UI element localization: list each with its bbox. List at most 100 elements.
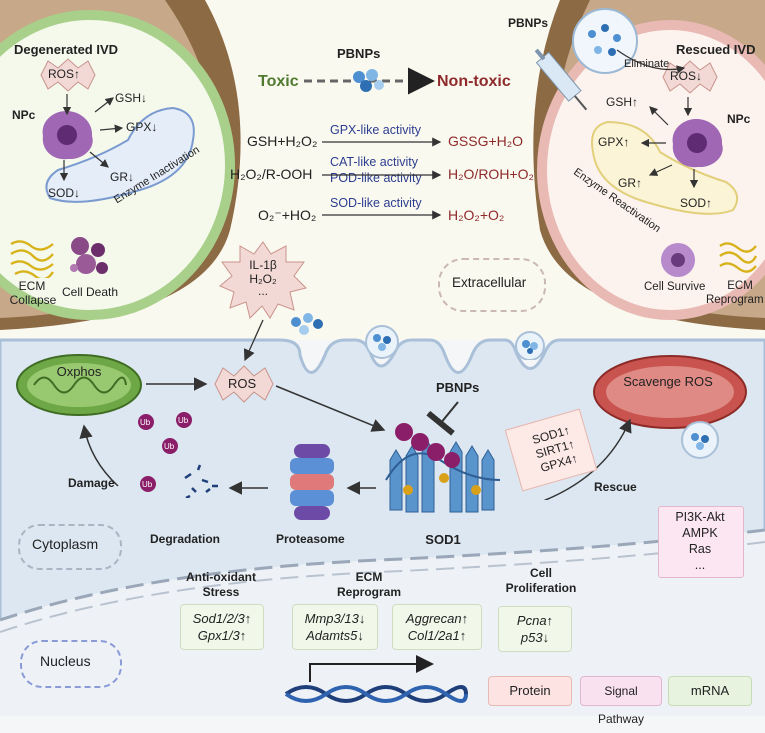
- degradation-label: Degradation: [150, 532, 221, 546]
- reaction-1-right: GSSG+H₂O: [448, 133, 524, 149]
- mrna-line: Mmp3/13↓: [304, 611, 366, 626]
- left-gpx-label: GPX↓: [126, 120, 158, 134]
- reaction-2-right: H₂O/ROH+O₂: [448, 166, 534, 182]
- right-sod-label: SOD↑: [680, 196, 713, 210]
- ros-burst-cell: [214, 365, 274, 403]
- extracellular-badge: [438, 258, 546, 312]
- left-ecm-line2: Collapse: [9, 293, 57, 307]
- mitochondrion-left: [16, 354, 142, 416]
- rescue-label: Rescue: [594, 480, 637, 494]
- sod1-label: SOD1: [425, 532, 461, 547]
- right-gsh-label: GSH↑: [606, 95, 639, 109]
- reaction-1-label: GPX-like activity: [330, 123, 421, 137]
- reaction-3-right: H₂O₂+O₂: [448, 207, 505, 223]
- right-ecm-line2: Reprogram: [706, 294, 764, 306]
- mrna-box-3: Aggrecan↑ Col1/2a1↑: [392, 604, 482, 650]
- damage-label: Damage: [68, 476, 115, 490]
- group-4-title2: Proliferation: [505, 581, 577, 595]
- left-npc-label: NPc: [12, 108, 36, 122]
- enzyme-region-left: [45, 106, 195, 203]
- degradation-fragments: [138, 412, 218, 498]
- toxic-arrow: [304, 67, 435, 95]
- mrna-line: Aggrecan↑: [405, 611, 469, 626]
- left-ros-label: ROS↑: [48, 67, 81, 81]
- ros-burst-left: [40, 58, 96, 92]
- mrna-line: Col1/2a1↑: [407, 628, 467, 643]
- pathway-item: Ras: [688, 542, 712, 556]
- group-2-title1: ECM: [355, 570, 383, 584]
- vesicles: [291, 313, 545, 360]
- reaction-3-label: SOD-like activity: [330, 196, 422, 210]
- ecm-collapse-icon: [10, 240, 54, 278]
- left-ivd-title: Degenerated IVD: [14, 42, 119, 57]
- mrna-line: Pcna↑: [516, 613, 554, 628]
- pbnps-top-label: PBNPs: [337, 46, 381, 61]
- group-4-title1: Cell: [529, 566, 552, 580]
- group-2-title2: Reprogram: [336, 585, 401, 599]
- proteasome-icon: [290, 444, 334, 520]
- pathway-item: PI3K-Akt: [675, 510, 725, 524]
- right-pbnps-label: PBNPs: [508, 16, 549, 30]
- nontoxic-label: Non-toxic: [437, 73, 511, 90]
- oxphos-label: Oxphos: [56, 364, 102, 379]
- mrna-line: p53↓: [520, 630, 550, 645]
- mrna-line: Adamts5↓: [306, 628, 364, 643]
- mrna-box-1: Sod1/2/3↑ Gpx1/3↑: [180, 604, 264, 650]
- right-gpx-label: GPX↑: [598, 135, 630, 149]
- ecm-reprogram-icon: [719, 242, 758, 273]
- ub-label: Ub: [142, 480, 153, 489]
- left-arrows: [59, 94, 124, 182]
- right-ivd-title: Rescued IVD: [676, 42, 756, 57]
- right-npc-label: NPc: [727, 112, 751, 126]
- reaction-1-left: GSH+H₂O₂: [247, 133, 318, 149]
- mrna-line: Sod1/2/3↑: [192, 611, 252, 626]
- mrna-box-2: Mmp3/13↓ Adamts5↓: [292, 604, 378, 650]
- group-1-title2: Stress: [202, 585, 240, 599]
- nanoparticle-bubble: [572, 8, 638, 74]
- cell-survive-icon: [661, 243, 695, 277]
- reaction-2-label: CAT-like activity: [330, 155, 418, 169]
- reaction-arrows: [322, 137, 442, 220]
- legend-signal-pathway: Signal Pathway: [580, 676, 662, 726]
- stimulus-h2o2: H₂O₂: [249, 272, 277, 286]
- cell-ros-label: ROS: [228, 376, 257, 391]
- pathway-box: [658, 506, 744, 578]
- cell-icon: [672, 118, 723, 168]
- syringe-icon: [534, 48, 588, 111]
- left-ecm-line1: ECM: [18, 279, 46, 293]
- nucleus-label: Nucleus: [40, 653, 91, 669]
- cytoplasm-label: Cytoplasm: [32, 536, 99, 552]
- pathway-item: AMPK: [682, 526, 718, 540]
- pbnp-vesicle-small: [681, 421, 719, 459]
- reaction-2-left: H₂O₂/R-OOH: [230, 166, 313, 182]
- ub-label: Ub: [164, 442, 175, 451]
- ubiquitin-chain: [395, 423, 460, 468]
- mrna-line: Gpx1/3↑: [197, 628, 247, 643]
- cell-death-icon: [70, 237, 108, 274]
- group-1-title1: Anti-oxidant: [186, 570, 256, 584]
- reaction-3-left: O₂⁻+HO₂: [258, 207, 317, 223]
- toxic-label: Toxic: [258, 73, 299, 90]
- ub-label: Ub: [140, 418, 151, 427]
- extracellular-label: Extracellular: [452, 275, 527, 290]
- mrna-box-4: Pcna↑ p53↓: [498, 606, 572, 652]
- legend-mrna: mRNA: [668, 676, 752, 706]
- left-gsh-label: GSH↓: [115, 91, 148, 105]
- cell-pbnps-label: PBNPs: [436, 380, 480, 395]
- ub-label: Ub: [178, 416, 189, 425]
- cell-survive-label: Cell Survive: [644, 281, 706, 293]
- proteasome-label: Proteasome: [276, 532, 345, 546]
- pathway-item: ...: [694, 558, 706, 572]
- cytoplasm-badge: [18, 524, 122, 570]
- legend-protein: Protein: [488, 676, 572, 706]
- nucleus-badge: [20, 640, 122, 688]
- stimulus-more: ...: [257, 284, 268, 298]
- right-arrows: [640, 97, 699, 189]
- right-ecm-line1: ECM: [727, 280, 753, 292]
- right-gr-label: GR↑: [618, 176, 642, 190]
- cell-arrows: [79, 319, 632, 500]
- dna-helix: [284, 655, 468, 703]
- cell-death-label: Cell Death: [62, 285, 119, 299]
- eliminate-arrow: [616, 49, 686, 74]
- mitochondrion-right: [593, 355, 747, 429]
